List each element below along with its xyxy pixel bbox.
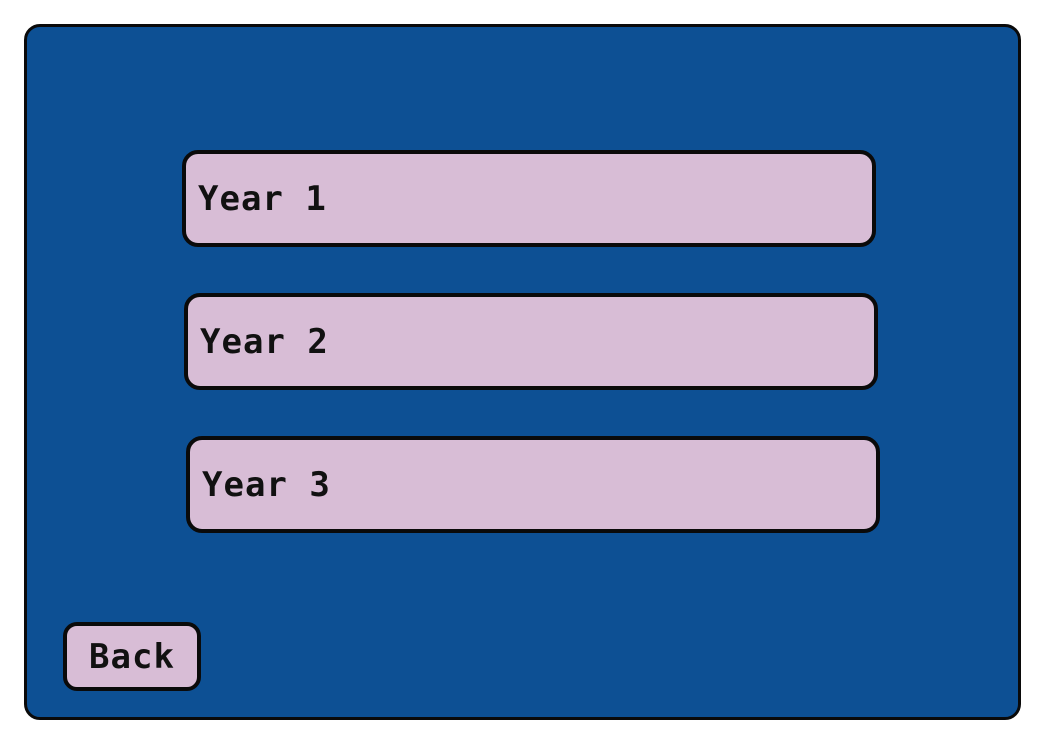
year-3-label: Year 3 <box>202 464 331 505</box>
year-3-button[interactable]: Year 3 <box>186 436 880 533</box>
year-1-button[interactable]: Year 1 <box>182 150 876 247</box>
year-1-label: Year 1 <box>198 178 327 219</box>
year-2-button[interactable]: Year 2 <box>184 293 878 390</box>
back-button[interactable]: Back <box>63 622 201 691</box>
back-label: Back <box>89 636 175 677</box>
year-2-label: Year 2 <box>200 321 329 362</box>
